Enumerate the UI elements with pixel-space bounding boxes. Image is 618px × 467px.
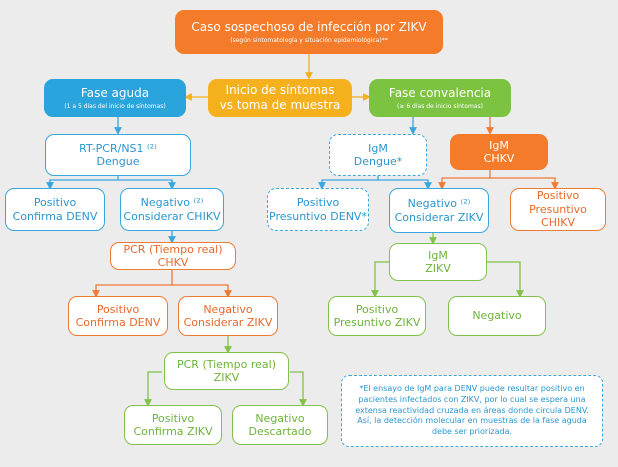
- igm-dengue-box: IgM Dengue*: [329, 134, 427, 176]
- chkv-positive-box: Positivo Confirma DENV: [68, 296, 168, 336]
- zikv-positive-line1: Positivo: [151, 411, 195, 425]
- symptom-onset-line1: Inicio de síntomas: [225, 83, 335, 98]
- cross-reactivity-note: *El ensayo de IgM para DENV puede result…: [341, 375, 603, 447]
- chkv-negative-box: Negativo Considerar ZIKV: [178, 296, 278, 336]
- conv-zikv-negative-box: Negativo: [448, 296, 546, 336]
- zikv-negative-line2: Descartado: [248, 425, 312, 438]
- convalescent-phase-subtitle: (≥ 6 días de inicio síntomas): [397, 102, 483, 110]
- igm-chkv-line2: CHKV: [483, 152, 515, 165]
- conv-negative-box: Negativo ⁽²⁾ Considerar ZIKV: [389, 188, 489, 233]
- acute-negative-line1: Negativo ⁽²⁾: [140, 196, 204, 210]
- pcr-zikv-box: PCR (Tiempo real) ZIKV: [164, 352, 289, 390]
- pcr-chkv-box: PCR (Tiempo real) CHKV: [110, 242, 236, 270]
- arrow-pcr-zikv-branches: [144, 371, 162, 407]
- convalescent-phase-title: Fase convalencia: [388, 86, 492, 101]
- zikv-presumptive-line2: Presuntivo ZIKV: [333, 316, 421, 329]
- zikv-presumptive-box: Positivo Presuntivo ZIKV: [328, 296, 426, 336]
- dengue-presumptive-box: Positivo Presuntivo DENV*: [267, 188, 369, 231]
- pcr-chkv-line1: PCR (Tiempo real): [123, 242, 223, 256]
- convalescent-phase-box: Fase convalencia (≥ 6 días de inicio sín…: [369, 79, 511, 117]
- conv-negative-line1: Negativo ⁽²⁾: [407, 197, 471, 211]
- igm-dengue-line2: Dengue*: [353, 155, 403, 168]
- suspected-case-box: Caso sospechoso de infección por ZIKV (s…: [175, 10, 443, 54]
- igm-chkv-box: IgM CHKV: [450, 134, 548, 170]
- pcr-zikv-line1: PCR (Tiempo real): [176, 357, 276, 371]
- note-text: *El ensayo de IgM para DENV puede result…: [355, 384, 589, 437]
- acute-positive-line2: Confirma DENV: [12, 209, 98, 223]
- suspected-case-title: Caso sospechoso de infección por ZIKV: [191, 20, 427, 35]
- zikv-negative-line1: Negativo: [255, 411, 305, 425]
- acute-negative-line2: Considerar CHIKV: [123, 209, 221, 223]
- acute-negative-box: Negativo ⁽²⁾ Considerar CHIKV: [120, 188, 224, 231]
- rt-pcr-dengue-box: RT-PCR/NS1 ⁽²⁾ Dengue: [45, 134, 191, 176]
- igm-zikv-line1: IgM: [428, 248, 448, 262]
- chkv-positive-line2: Confirma DENV: [75, 316, 161, 329]
- arrow-pcr-chkv-branches: [92, 270, 173, 298]
- dengue-presumptive-line1: Positivo: [296, 196, 340, 210]
- zikv-presumptive-line1: Positivo: [355, 302, 399, 316]
- arrow-igm-dengue-branches: [318, 176, 379, 190]
- arrow-igm-zikv-branches: [371, 261, 389, 298]
- zikv-negative-box: Negativo Descartado: [232, 405, 328, 445]
- pcr-chkv-line2: CHKV: [157, 256, 189, 269]
- acute-phase-title: Fase aguda: [80, 86, 150, 101]
- rt-pcr-line1: RT-PCR/NS1 ⁽²⁾: [79, 141, 157, 155]
- symptom-onset-box: Inicio de síntomas vs toma de muestra: [208, 79, 352, 117]
- acute-phase-subtitle: (1 a 5 días del inicio de síntomas): [64, 102, 166, 110]
- chkv-presumptive-box: Positivo Presuntivo CHIKV: [510, 188, 606, 231]
- igm-zikv-box: IgM ZIKV: [389, 243, 487, 281]
- chkv-presumptive-line2: Presuntivo CHIKV: [529, 202, 587, 230]
- conv-zikv-negative-line1: Negativo: [472, 309, 522, 323]
- acute-positive-line1: Positivo: [33, 196, 77, 210]
- acute-phase-box: Fase aguda (1 a 5 días del inicio de sín…: [44, 79, 186, 117]
- igm-dengue-line1: IgM: [368, 141, 388, 155]
- chkv-negative-line2: Considerar ZIKV: [183, 316, 273, 329]
- acute-positive-box: Positivo Confirma DENV: [5, 188, 105, 231]
- chkv-positive-line1: Positivo: [96, 302, 140, 316]
- zikv-positive-line2: Confirma ZIKV: [133, 425, 213, 438]
- dengue-presumptive-line2: Presuntivo DENV*: [269, 209, 367, 223]
- pcr-zikv-line2: ZIKV: [213, 371, 240, 384]
- chkv-presumptive-line1: Positivo: [536, 189, 580, 203]
- symptom-onset-line2: vs toma de muestra: [219, 98, 341, 112]
- chkv-negative-line1: Negativo: [203, 302, 253, 316]
- rt-pcr-line2: Dengue: [96, 155, 140, 168]
- arrow-igm-chkv-branches: [489, 170, 559, 190]
- igm-zikv-line2: ZIKV: [425, 262, 451, 275]
- igm-chkv-line1: IgM: [489, 138, 509, 152]
- zikv-positive-box: Positivo Confirma ZIKV: [124, 405, 222, 445]
- suspected-case-subtitle: (según sintomatología y situación epidem…: [230, 36, 388, 44]
- conv-negative-line2: Considerar ZIKV: [394, 210, 484, 224]
- arrow-test-branches: [49, 176, 173, 185]
